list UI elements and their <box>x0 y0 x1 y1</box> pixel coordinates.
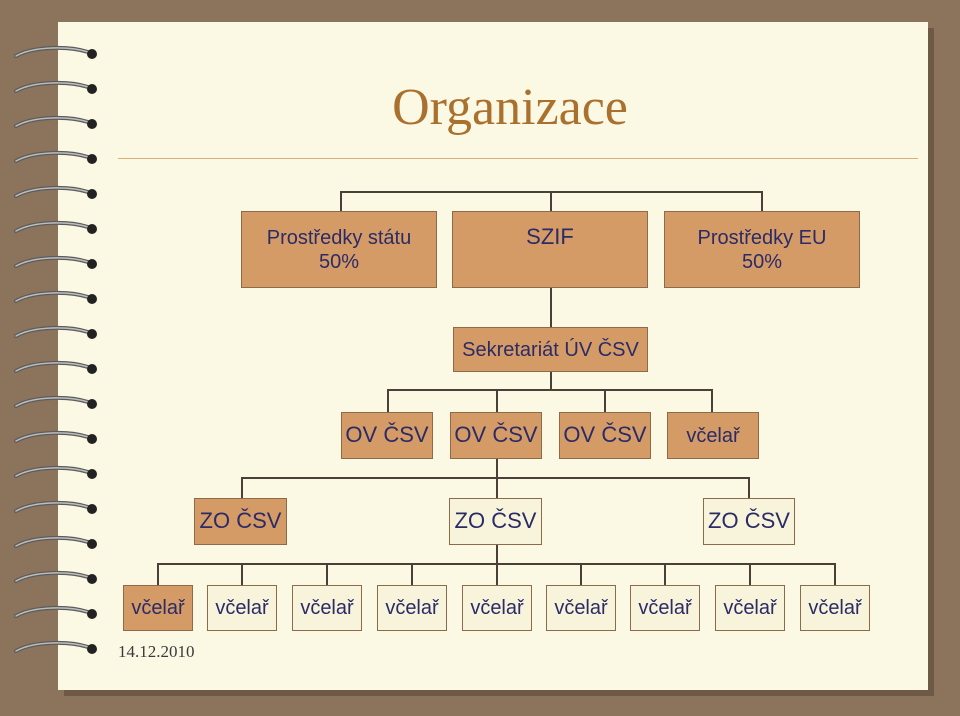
beekeeper-box: včelař <box>630 585 700 631</box>
beekeeper-box: včelař <box>715 585 785 631</box>
szif-label: SZIF <box>526 224 574 249</box>
beekeeper-box: včelař <box>377 585 447 631</box>
beekeeper-box: včelař <box>207 585 277 631</box>
beekeeper-label: včelař <box>300 597 354 619</box>
district-beekeeper-box: včelař <box>667 412 759 459</box>
secretariat-box: Sekretariát ÚV ČSV <box>453 327 648 372</box>
local-org-box: ZO ČSV <box>703 498 795 545</box>
szif-box: SZIF <box>452 211 648 288</box>
district-beekeeper-label: včelař <box>686 424 740 447</box>
binding-ring <box>14 290 97 304</box>
beekeeper-box: včelař <box>292 585 362 631</box>
beekeeper-label: včelař <box>385 597 439 619</box>
beekeeper-label: včelař <box>638 597 692 619</box>
eu-funding-percent: 50% <box>741 250 783 273</box>
local-org-label: ZO ČSV <box>199 508 282 534</box>
binding-ring <box>14 570 97 584</box>
secretariat-label: Sekretariát ÚV ČSV <box>462 338 639 361</box>
beekeeper-label: včelař <box>808 597 862 619</box>
district-label: OV ČSV <box>563 422 647 448</box>
binding-ring <box>14 395 97 409</box>
binding-ring <box>14 220 97 234</box>
binding-ring <box>14 430 97 444</box>
district-label: OV ČSV <box>454 422 538 448</box>
local-org-box: ZO ČSV <box>449 498 542 545</box>
local-org-label: ZO ČSV <box>708 508 790 534</box>
binding-ring <box>14 45 97 59</box>
binding-ring <box>14 640 97 654</box>
binding-ring <box>14 115 97 129</box>
binding-ring <box>14 465 97 479</box>
beekeeper-box: včelař <box>546 585 616 631</box>
binding-ring <box>14 150 97 164</box>
local-org-label: ZO ČSV <box>454 508 537 534</box>
eu-funding-box: Prostředky EU 50% <box>664 211 860 288</box>
binding-ring <box>14 605 97 619</box>
beekeeper-label: včelař <box>215 597 269 619</box>
local-org-box: ZO ČSV <box>194 498 287 545</box>
binding-ring <box>14 360 97 374</box>
state-funding-percent: 50% <box>318 250 360 273</box>
beekeeper-label: včelař <box>554 597 608 619</box>
slide-date: 14.12.2010 <box>118 642 195 661</box>
district-box: OV ČSV <box>559 412 651 459</box>
binding-ring <box>14 535 97 549</box>
beekeeper-label: včelař <box>470 597 524 619</box>
beekeeper-box: včelař <box>123 585 193 631</box>
binding-ring <box>14 255 97 269</box>
binding-ring <box>14 325 97 339</box>
page-title: Organizace <box>392 79 628 136</box>
eu-funding-label: Prostředky EU <box>697 226 827 249</box>
beekeeper-box: včelař <box>800 585 870 631</box>
district-label: OV ČSV <box>345 422 429 448</box>
beekeeper-label: včelař <box>131 597 185 619</box>
binding-ring <box>14 185 97 199</box>
binding-ring <box>14 80 97 94</box>
state-funding-box: Prostředky státu 50% <box>241 211 437 288</box>
beekeeper-box: včelař <box>462 585 532 631</box>
district-box: OV ČSV <box>450 412 542 459</box>
state-funding-label: Prostředky státu <box>266 226 412 249</box>
district-box: OV ČSV <box>341 412 433 459</box>
beekeeper-label: včelař <box>723 597 777 619</box>
title-divider <box>118 158 918 159</box>
binding-ring <box>14 500 97 514</box>
